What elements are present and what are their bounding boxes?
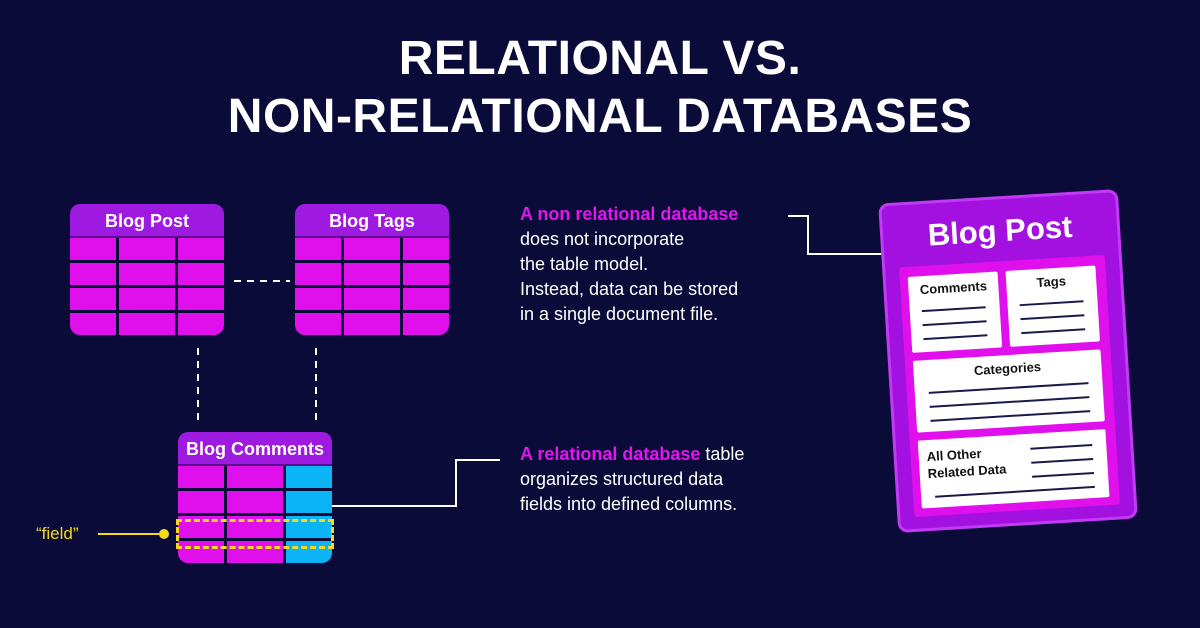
field-pointer-dot	[159, 529, 169, 539]
relational-line-2: fields into defined columns.	[520, 494, 738, 514]
relational-pointer	[308, 459, 500, 507]
blog-tags-table-header: Blog Tags	[295, 204, 449, 238]
nonrelational-highlight: A non relational database	[520, 204, 739, 224]
document-illustration: Blog Post Comments Tags Categories All O…	[878, 188, 1138, 534]
nonrelational-line-1: does not incorporate	[520, 229, 685, 249]
nonrelational-line-4: in a single document file.	[520, 304, 719, 324]
relational-first-rest: table	[700, 444, 745, 464]
document-other-label: All Other Related Data	[926, 443, 1007, 482]
nonrelational-description: A non relational database does not incor…	[520, 202, 738, 327]
document-comments-card: Comments	[907, 271, 1003, 353]
blog-post-table: Blog Post	[70, 204, 224, 335]
document-categories-card: Categories	[912, 349, 1105, 433]
document-tags-label: Tags	[1036, 273, 1067, 291]
field-label: “field”	[36, 524, 79, 543]
nonrelational-line-3: Instead, data can be stored	[520, 279, 739, 299]
field-highlight	[176, 519, 334, 549]
document-title: Blog Post	[926, 208, 1074, 253]
document-other-line-2: Related Data	[927, 461, 1007, 482]
relational-highlight: A relational database	[520, 444, 701, 464]
document-categories-label: Categories	[973, 359, 1042, 379]
blog-post-table-header: Blog Post	[70, 204, 224, 238]
relational-description: A relational database table organizes st…	[520, 442, 744, 517]
title-line-2: NON-RELATIONAL DATABASES	[227, 90, 973, 143]
title-line-1: RELATIONAL VS.	[398, 32, 802, 85]
document-tags-card: Tags	[1005, 265, 1100, 347]
page-title: RELATIONAL VS. NON-RELATIONAL DATABASES	[0, 30, 1200, 146]
document-comments-label: Comments	[919, 278, 988, 298]
document-other-card: All Other Related Data	[917, 429, 1110, 509]
relational-line-1: organizes structured data	[520, 469, 724, 489]
nonrelational-line-2: the table model.	[520, 254, 649, 274]
document-body: Comments Tags Categories All Other Relat…	[899, 254, 1120, 518]
blog-tags-table-grid	[295, 238, 449, 335]
blog-comments-table-header: Blog Comments	[178, 432, 332, 466]
blog-post-table-grid	[70, 238, 224, 335]
blog-tags-table: Blog Tags	[295, 204, 449, 335]
